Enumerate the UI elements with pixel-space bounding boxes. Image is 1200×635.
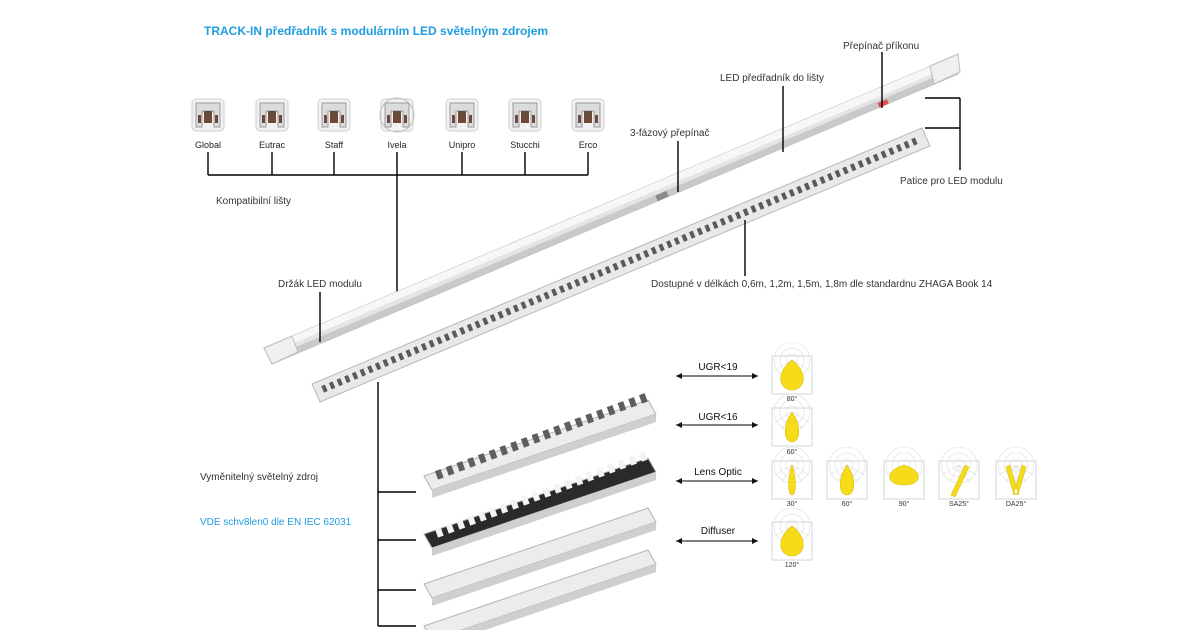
- module-variant-ugr19: [423, 393, 657, 498]
- led-module-louvres: [321, 137, 918, 393]
- beam-diagram-da25: [995, 446, 1037, 500]
- profile-label-eutrac: Eutrac: [258, 140, 286, 150]
- power-switch-label: Přepínač příkonu: [843, 41, 920, 52]
- phase-switch-knob: [655, 190, 669, 202]
- led-ballast-label: LED předřadník do lišty: [720, 73, 824, 84]
- module-variant-lens: [423, 507, 657, 606]
- beam-diagram-120: [771, 507, 813, 561]
- optic-label-lens: Lens Optic: [694, 467, 742, 478]
- beam-angle-label: 90°: [898, 501, 910, 508]
- arrow-head: [676, 422, 682, 428]
- profile-label-staff: Staff: [324, 140, 344, 150]
- track-profile-icon: [255, 98, 289, 132]
- arrow-head: [752, 538, 758, 544]
- track-end-cap: [263, 335, 299, 365]
- replaceable-source-label: Vyměnitelný světelný zdroj: [200, 472, 319, 483]
- beam-angle-label: 120°: [784, 562, 800, 569]
- arrow-head: [752, 373, 758, 379]
- available-lengths-label: Dostupné v délkách 0,6m, 1,2m, 1,5m, 1,8…: [651, 279, 993, 290]
- module-holder-label: Držák LED modulu: [278, 279, 362, 290]
- profile-label-global: Global: [194, 140, 222, 150]
- track-ballast-shadow: [270, 68, 958, 364]
- profile-label-ivela: Ivela: [387, 140, 407, 150]
- module-socket-label: Patice pro LED modulu: [900, 176, 1003, 187]
- arrow-head: [676, 373, 682, 379]
- profile-label-erco: Erco: [578, 140, 598, 150]
- track-profile-icon: [571, 98, 605, 132]
- beam-diagram-ugr16: [771, 393, 813, 447]
- beam-diagram-sa25: [938, 446, 980, 500]
- compatible-tracks-label: Kompatibilní lišty: [216, 196, 292, 207]
- optic-label-ugr16: UGR<16: [698, 412, 738, 423]
- beam-angle-label: 80°: [786, 396, 798, 403]
- track-profile-icon: [445, 98, 479, 132]
- module-variant-ugr16: [423, 451, 657, 556]
- arrow-head: [752, 422, 758, 428]
- beam-angle-label: 60°: [841, 501, 853, 508]
- beam-diagram-30: [771, 446, 813, 500]
- beam-angle-label: 60°: [786, 449, 798, 456]
- arrow-head: [752, 478, 758, 484]
- power-switch-knob: [877, 99, 889, 108]
- arrow-head: [676, 538, 682, 544]
- vde-approval-label: VDE schv8len0 dle EN IEC 62031: [200, 517, 352, 528]
- profile-label-unipro: Unipro: [448, 140, 476, 150]
- track-profile-icon: [317, 98, 351, 132]
- track-end-cap: [929, 53, 961, 85]
- track-profile-icon: [191, 98, 225, 132]
- beam-angle-label: SA25°: [949, 501, 969, 508]
- track-ballast-top: [264, 58, 956, 354]
- beam-diagram-60: [826, 446, 868, 500]
- beam-diagram-ugr19: [771, 341, 813, 395]
- arrow-head: [676, 478, 682, 484]
- track-profile-icon: [508, 98, 542, 132]
- module-variant-diffuser: [423, 549, 657, 635]
- beam-angle-label: DA25°: [1005, 501, 1027, 508]
- profile-label-stucchi: Stucchi: [510, 140, 540, 150]
- phase-switch-label: 3-fázový přepínač: [630, 128, 710, 139]
- optic-label-diffuser: Diffuser: [700, 526, 736, 537]
- beam-angle-label: 30°: [786, 501, 798, 508]
- track-profile-icon: [379, 97, 415, 133]
- optic-label-ugr19: UGR<19: [698, 362, 738, 373]
- beam-diagram-90: [883, 446, 925, 500]
- led-module-body: [311, 127, 931, 403]
- page-title: TRACK-IN předřadník s modulárním LED svě…: [204, 24, 549, 38]
